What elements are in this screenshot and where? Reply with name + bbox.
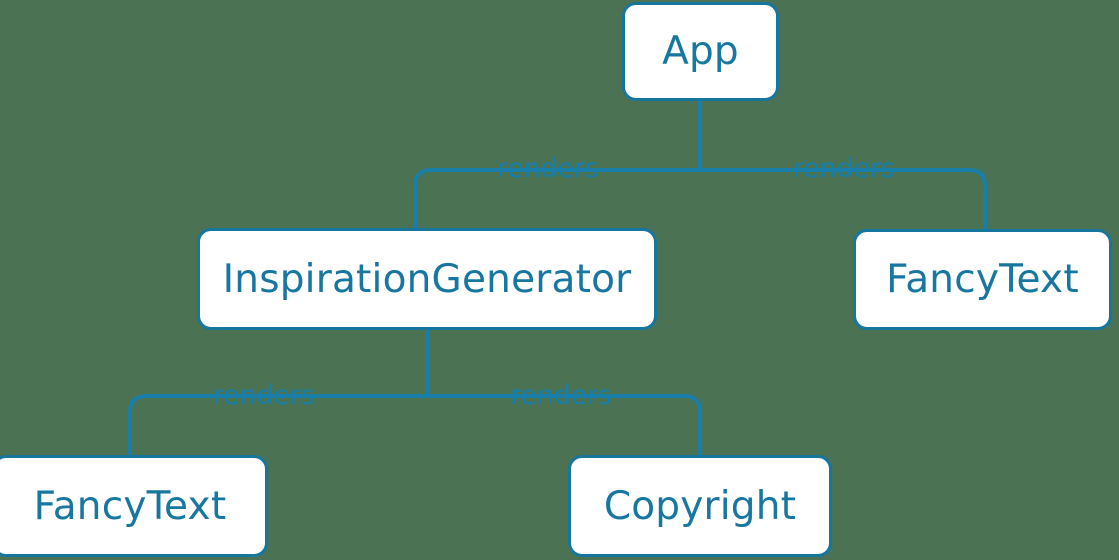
- node-inspiration-generator-label: InspirationGenerator: [222, 256, 632, 302]
- node-copyright-label: Copyright: [603, 483, 797, 529]
- node-app[interactable]: App: [622, 2, 779, 101]
- node-copyright[interactable]: Copyright: [568, 455, 832, 557]
- node-fancytext-bottom[interactable]: FancyText: [0, 455, 268, 557]
- node-inspiration-generator[interactable]: InspirationGenerator: [197, 228, 657, 330]
- edge-label-inspiration-generator-copyright: renders: [510, 380, 612, 411]
- node-fancytext-bottom-label: FancyText: [33, 483, 227, 529]
- edge-label-inspiration-generator-fancytext: renders: [213, 380, 315, 411]
- node-fancytext-right-label: FancyText: [886, 257, 1079, 302]
- edge-label-app-inspiration-generator: renders: [497, 153, 599, 184]
- node-app-label: App: [662, 29, 739, 74]
- node-fancytext-right[interactable]: FancyText: [853, 229, 1112, 330]
- edge-label-app-fancytext: renders: [793, 153, 895, 184]
